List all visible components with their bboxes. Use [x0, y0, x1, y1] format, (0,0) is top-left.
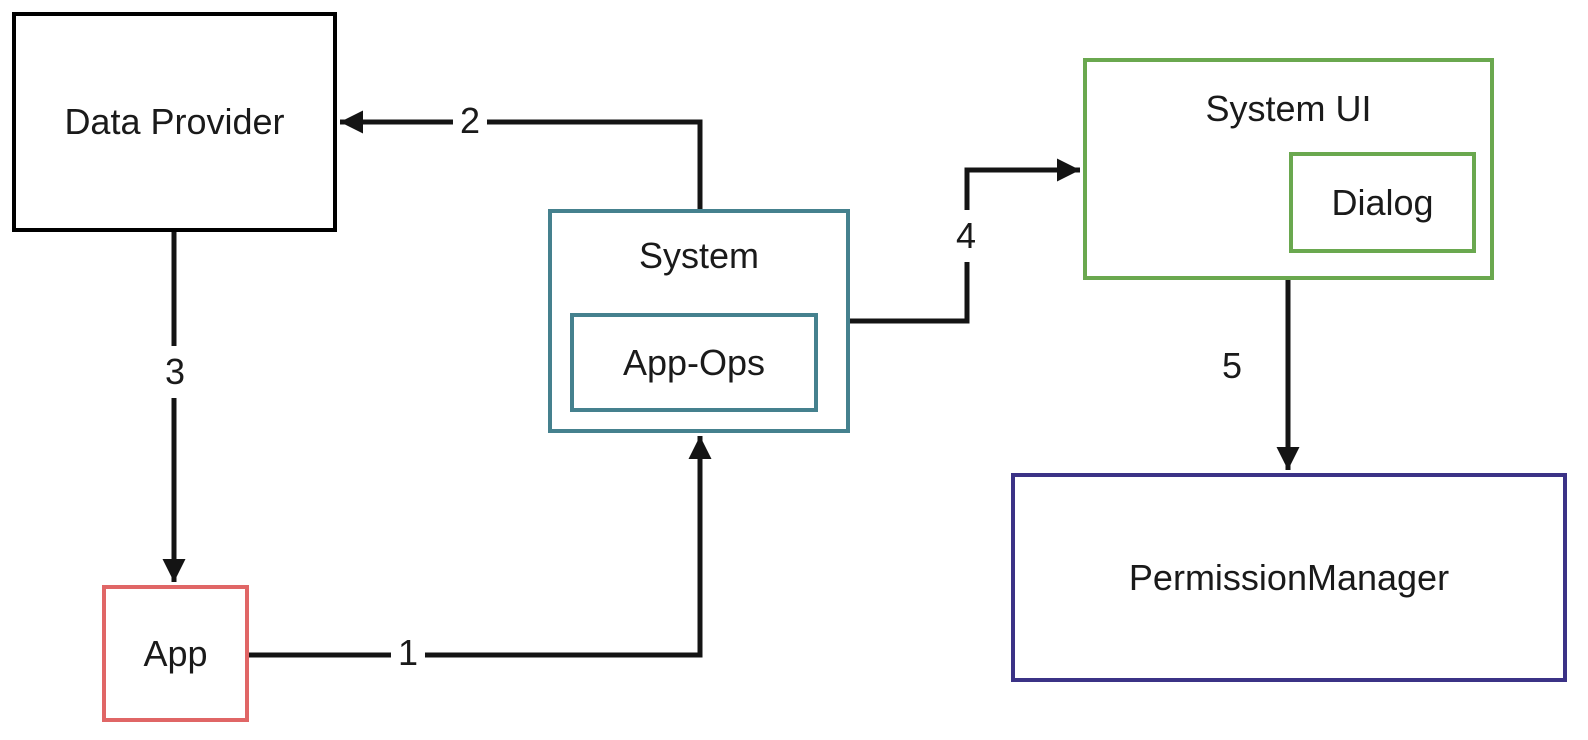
- node-data-provider: Data Provider: [12, 12, 337, 232]
- arrow-label-5: 5: [1221, 345, 1243, 386]
- node-data-provider-label: Data Provider: [64, 101, 285, 143]
- node-system: System App-Ops: [548, 209, 850, 433]
- node-app: App: [102, 585, 249, 722]
- arrow-label-2: 2: [452, 103, 488, 139]
- node-system-ui-label: System UI: [1205, 88, 1372, 129]
- node-dialog-label: Dialog: [1331, 181, 1434, 223]
- node-app-ops-label: App-Ops: [622, 341, 766, 383]
- node-app-ops: App-Ops: [570, 313, 818, 412]
- arrow-1-app-to-system: [249, 436, 712, 658]
- node-app-label: App: [143, 632, 208, 674]
- node-permission-manager: PermissionManager: [1011, 473, 1567, 682]
- node-permission-manager-label: PermissionManager: [1128, 556, 1450, 598]
- node-system-label: System: [638, 235, 760, 276]
- arrow-label-1: 1: [390, 635, 426, 671]
- node-dialog: Dialog: [1289, 152, 1476, 253]
- node-system-ui: System UI Dialog: [1083, 58, 1494, 280]
- arrow-2-system-to-data-provider: [340, 110, 703, 209]
- arrow-label-3: 3: [161, 346, 189, 398]
- arrow-label-4: 4: [952, 210, 980, 262]
